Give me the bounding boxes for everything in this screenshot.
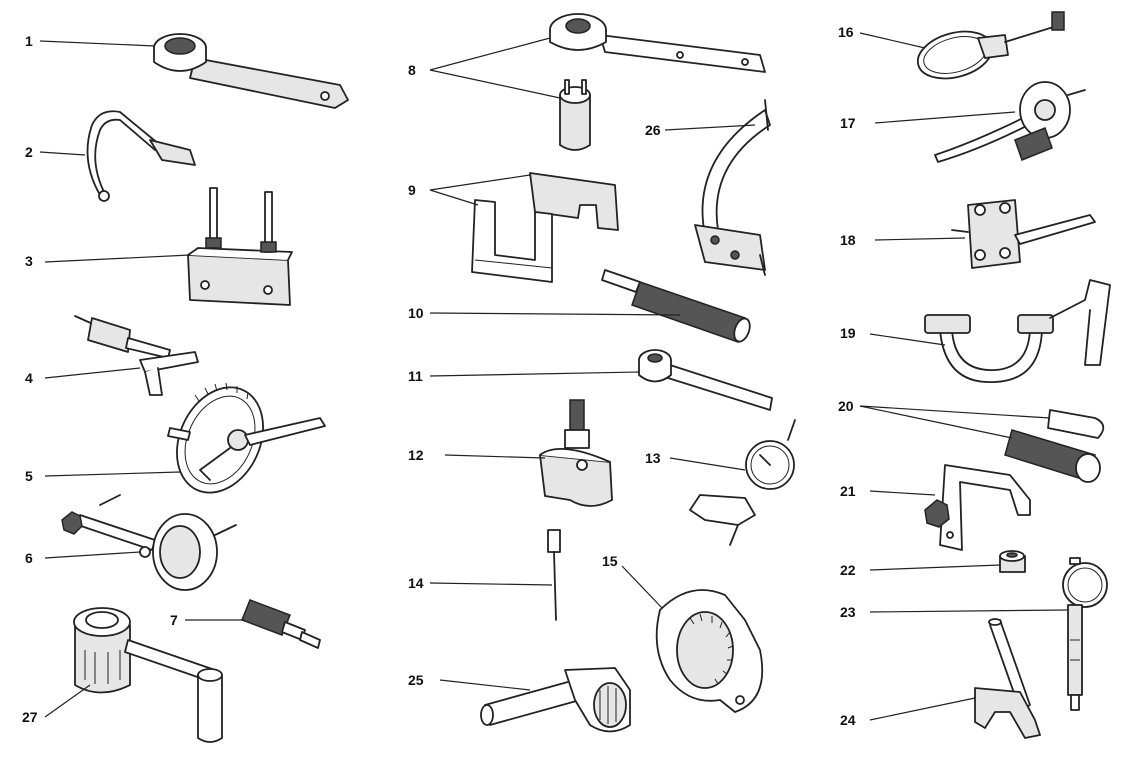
leader-8b	[429, 69, 561, 99]
tool-11-socket-wrench	[638, 349, 773, 411]
label-13: 13	[645, 450, 661, 466]
tool-23-bore-gauge	[1062, 557, 1108, 711]
leader-23	[869, 609, 1069, 613]
leader-4	[44, 367, 141, 379]
tool-5-degree-wheel	[167, 382, 326, 494]
label-2: 2	[25, 144, 33, 160]
label-11: 11	[408, 368, 423, 384]
label-27: 27	[22, 709, 38, 725]
leader-25	[439, 679, 531, 691]
leader-16	[859, 32, 926, 49]
leader-21	[869, 490, 936, 496]
leader-18	[874, 237, 966, 241]
leader-12	[444, 454, 546, 459]
leader-3	[44, 254, 191, 263]
tool-26-arc-bracket	[694, 99, 771, 276]
label-17: 17	[840, 115, 856, 131]
tool-15-splined-holder	[655, 589, 764, 713]
label-14: 14	[408, 575, 424, 591]
leader-13	[669, 457, 746, 471]
label-1: 1	[25, 33, 33, 49]
leader-2	[39, 151, 86, 156]
leader-19	[869, 333, 946, 346]
tool-19-c-frame	[924, 279, 1111, 383]
label-26: 26	[645, 122, 661, 138]
tool-21-bracket	[924, 464, 1031, 551]
label-4: 4	[25, 370, 33, 386]
tool-17-flywheel-holder	[934, 81, 1086, 163]
leader-26	[664, 124, 756, 131]
leader-22	[869, 564, 1001, 571]
label-18: 18	[840, 232, 856, 248]
leader-15	[621, 565, 663, 609]
leader-10	[429, 312, 681, 316]
label-21: 21	[840, 483, 856, 499]
tool-12-puller-body	[539, 399, 613, 507]
label-12: 12	[408, 447, 424, 463]
label-10: 10	[408, 305, 424, 321]
label-24: 24	[840, 712, 856, 728]
tool-24-support	[974, 618, 1041, 739]
label-16: 16	[838, 24, 854, 40]
label-19: 19	[840, 325, 856, 341]
tool-10-drift	[601, 269, 751, 343]
label-15: 15	[602, 553, 618, 569]
label-25: 25	[408, 672, 424, 688]
tool-27-crank	[73, 607, 223, 743]
label-6: 6	[25, 550, 33, 566]
tool-8-socket-spanner	[549, 13, 766, 151]
label-7: 7	[170, 612, 178, 628]
label-23: 23	[840, 604, 856, 620]
leader-20a	[859, 405, 1051, 419]
leader-1	[39, 40, 156, 47]
label-9: 9	[408, 182, 416, 198]
label-20: 20	[838, 398, 854, 414]
tool-4-t-handle-puller	[74, 315, 199, 396]
tool-22-nut	[999, 550, 1026, 573]
tool-20-drifts	[1004, 409, 1105, 483]
leader-9b	[429, 189, 479, 206]
label-5: 5	[25, 468, 33, 484]
tool-25-bearing-handle	[480, 667, 631, 733]
label-3: 3	[25, 253, 33, 269]
tool-1-ring-spanner	[153, 33, 349, 109]
leader-24	[869, 697, 976, 721]
tool-13-dial-gauge	[689, 419, 796, 546]
leader-14	[429, 582, 553, 586]
tool-2-bent-rod	[86, 110, 196, 202]
leader-20b	[859, 405, 1013, 439]
leader-27	[44, 684, 91, 718]
tool-18-block-holder	[951, 199, 1096, 269]
tool-14-pin	[547, 529, 561, 621]
leader-8a	[429, 37, 551, 71]
label-22: 22	[840, 562, 856, 578]
leader-17	[874, 111, 1016, 124]
leader-6	[44, 551, 141, 559]
leader-11	[429, 371, 641, 377]
tool-9-fork-bracket	[471, 172, 619, 283]
label-8: 8	[408, 62, 416, 78]
leader-9a	[429, 174, 531, 191]
leader-5	[44, 471, 181, 477]
tool-3-stud-plate	[187, 187, 293, 306]
tool-6-ring-holder	[61, 494, 237, 591]
tool-7-knurled-pin	[241, 599, 321, 649]
tool-16-strap-wrench	[916, 11, 1065, 80]
